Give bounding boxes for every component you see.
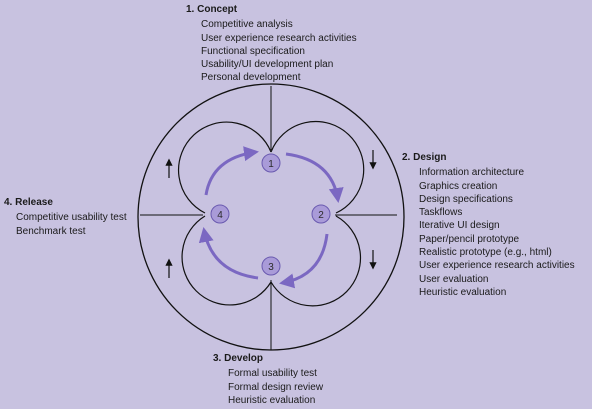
phase-develop-items: Formal usability test Formal design revi… [228,367,323,407]
list-item: User experience research activities [419,260,575,272]
list-item: Usability/UI development plan [201,59,334,71]
node-2: 2 [311,204,331,224]
arrow-2-to-3 [279,233,329,289]
list-item: Information architecture [419,167,525,179]
phase-develop-title: 3. Develop [213,353,264,364]
list-item: Formal design review [228,381,324,393]
phase-release-title: 4. Release [4,197,53,208]
list-item: Benchmark test [16,225,86,237]
list-item: User evaluation [419,273,489,285]
list-item: Competitive analysis [201,19,293,31]
node-3: 3 [261,256,281,276]
list-item: Paper/pencil prototype [419,233,520,245]
list-item: Personal development [201,72,301,84]
loop-bottom-right [270,215,362,307]
list-item: Functional specification [201,45,305,57]
list-item: Formal usability test [228,368,317,380]
phase-design: 2. Design Information architecture Graph… [402,151,575,299]
list-item: Realistic prototype (e.g., html) [419,247,552,259]
list-item: Design specifications [419,193,513,205]
phase-release: 4. Release Competitive usability test Be… [4,196,127,238]
list-item: Competitive usability test [16,212,127,224]
loop-top-left [178,121,272,214]
list-item: User experience research activities [201,32,357,44]
phase-design-items: Information architecture Graphics creati… [419,166,575,299]
phase-develop: 3. Develop Formal usability test Formal … [213,352,323,407]
list-item: Graphics creation [419,180,498,192]
node-1: 1 [261,153,281,173]
node-2-label: 2 [318,210,324,221]
phase-concept-items: Competitive analysis User experience res… [201,18,357,84]
list-item: Taskflows [419,207,463,219]
arrow-4-to-1 [204,146,259,196]
arrow-1-to-2 [285,152,344,203]
loop-bottom-left [181,215,272,306]
node-4: 4 [210,204,230,224]
arrow-3-to-4 [198,227,259,280]
list-item: Iterative UI design [419,220,500,232]
phase-concept: 1. Concept Competitive analysis User exp… [186,3,357,85]
phase-design-title: 2. Design [402,152,447,163]
phase-release-items: Competitive usability test Benchmark tes… [16,211,127,238]
list-item: Heuristic evaluation [419,286,507,298]
node-1-label: 1 [268,159,274,170]
node-3-label: 3 [268,262,274,273]
phase-concept-title: 1. Concept [186,4,238,15]
list-item: Heuristic evaluation [228,394,316,406]
loop-top-right [270,120,365,214]
node-4-label: 4 [217,210,223,221]
